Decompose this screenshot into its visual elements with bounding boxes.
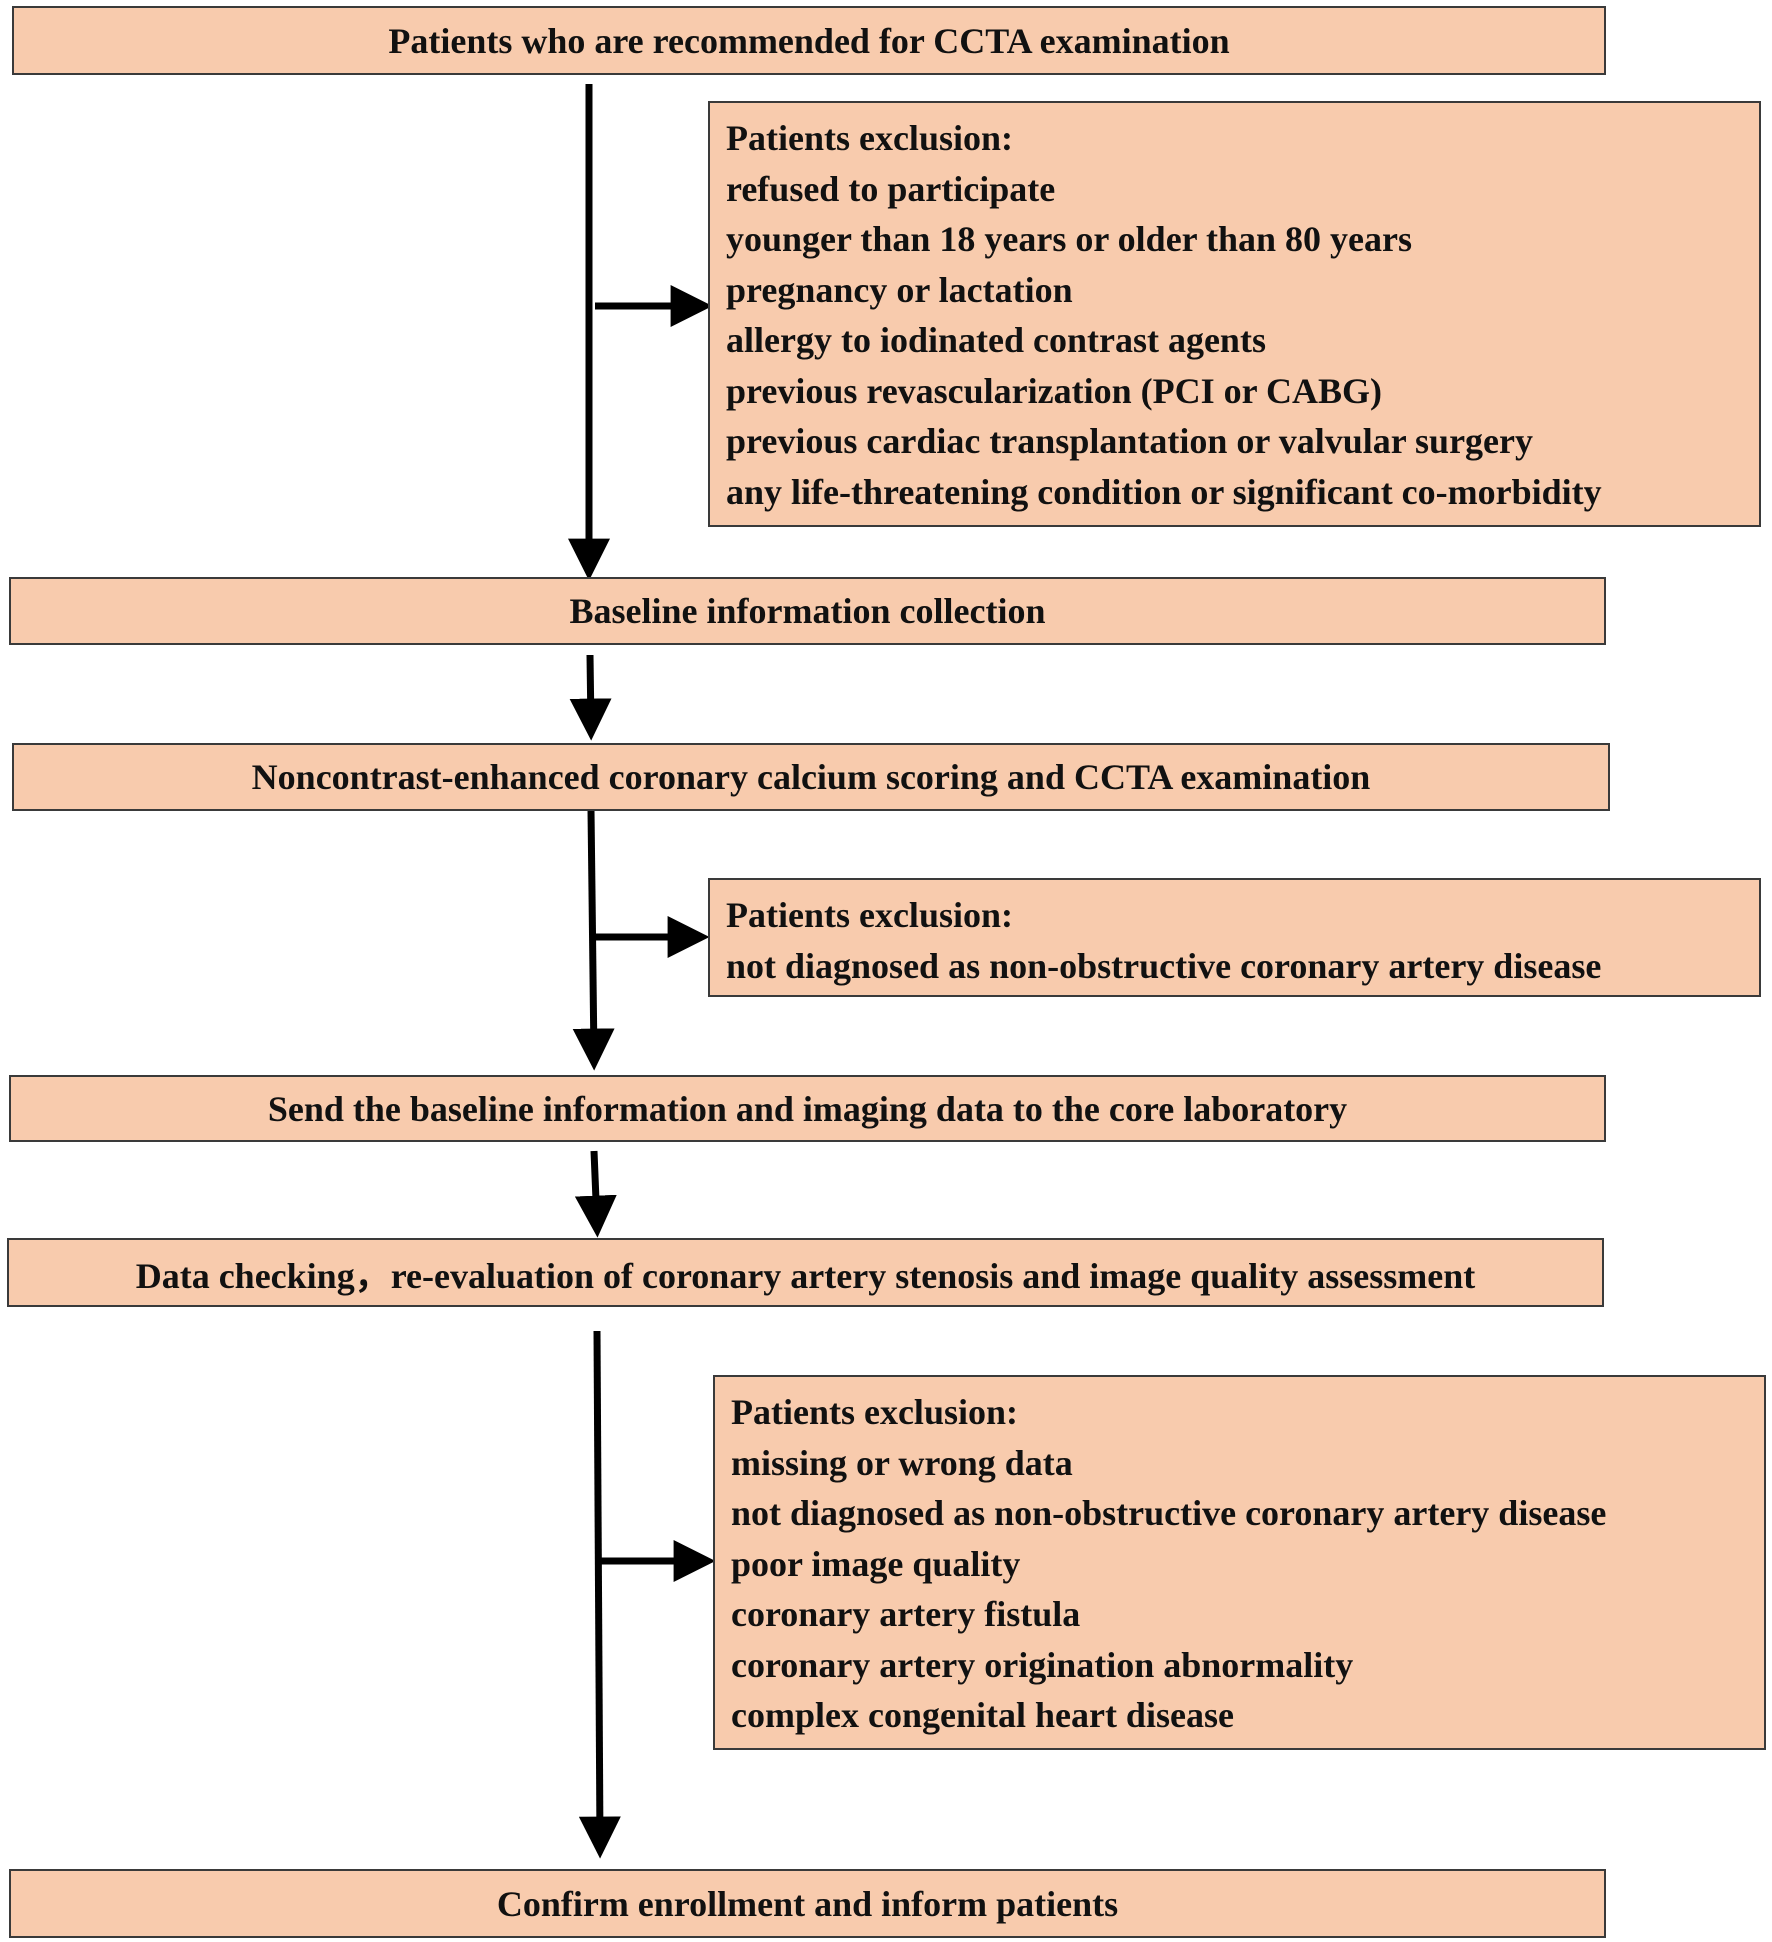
exclusion-item: complex congenital heart disease (731, 1695, 1234, 1735)
step-ccta-recommended: Patients who are recommended for CCTA ex… (12, 6, 1606, 75)
step-label: Baseline information collection (569, 591, 1046, 631)
exclusion-item: younger than 18 years or older than 80 y… (726, 219, 1413, 259)
arrow-step3-to-step4 (572, 809, 615, 1071)
step-label: Noncontrast-enhanced coronary calcium sc… (251, 757, 1371, 797)
exclusion-item: allergy to iodinated contrast agents (726, 320, 1266, 360)
exclusion-item: any life-threatening condition or signif… (726, 471, 1602, 512)
exclusion-item: poor image quality (731, 1543, 1021, 1584)
exclusion-box-2: Patients exclusion: not diagnosed as non… (708, 878, 1761, 997)
exclusion-item: coronary artery fistula (731, 1594, 1081, 1634)
arrow-step2-to-step3 (569, 654, 612, 741)
exclusion-title: Patients exclusion: (726, 118, 1013, 158)
exclusion-title: Patients exclusion: (726, 895, 1013, 935)
exclusion-item: refused to participate (726, 168, 1056, 209)
exclusion-item: previous revascularization (PCI or CABG) (726, 370, 1382, 411)
step-label: Data checking，re-evaluation of coronary … (135, 1255, 1476, 1296)
step-send-to-core-lab: Send the baseline information and imagin… (9, 1075, 1606, 1142)
step-label: Confirm enrollment and inform patients (496, 1883, 1119, 1924)
exclusion-item: coronary artery origination abnormality (731, 1644, 1354, 1685)
exclusion-box-3: Patients exclusion: missing or wrong dat… (713, 1375, 1766, 1750)
exclusion-item: pregnancy or lactation (726, 269, 1073, 310)
step-confirm-enrollment: Confirm enrollment and inform patients (9, 1869, 1606, 1938)
step-label: Send the baseline information and imagin… (267, 1088, 1348, 1129)
step-calcium-scoring-ccta: Noncontrast-enhanced coronary calcium sc… (12, 743, 1610, 811)
step-baseline-collection: Baseline information collection (9, 577, 1606, 645)
exclusion-item: previous cardiac transplantation or valv… (726, 421, 1534, 461)
exclusion-item: not diagnosed as non-obstructive coronar… (731, 1493, 1607, 1533)
step-label: Patients who are recommended for CCTA ex… (388, 20, 1230, 61)
arrow-step5-to-step6 (578, 1330, 621, 1859)
exclusion-title: Patients exclusion: (731, 1392, 1018, 1432)
exclusion-item: not diagnosed as non-obstructive coronar… (726, 945, 1602, 986)
exclusion-box-1: Patients exclusion: refused to participa… (708, 101, 1761, 527)
exclusion-item: missing or wrong data (731, 1442, 1073, 1483)
arrow-step4-to-step5 (574, 1150, 617, 1238)
step-data-checking: Data checking，re-evaluation of coronary … (7, 1238, 1604, 1307)
